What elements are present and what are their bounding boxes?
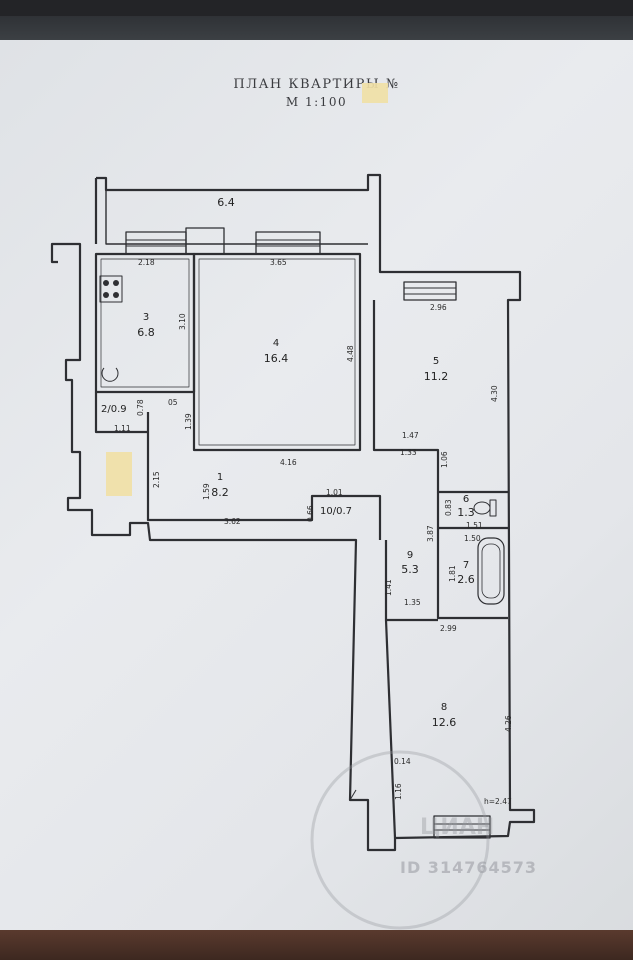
dim-label: h=2.47 [484,797,512,806]
room-2-label: 2/0.9 [101,404,127,415]
dim-label: 1.50 [464,534,481,543]
dim-label: 4.16 [280,458,297,467]
monitor-top-edge [0,0,633,16]
room-8-area: 12.6 [431,716,457,729]
dim-label: 1.39 [184,413,193,430]
wall-bath [436,492,508,620]
room-3-area: 6.8 [137,326,155,339]
window [255,231,321,255]
dim-label: 1.01 [326,488,343,497]
room-6-number: 6 [462,494,470,505]
wall-corridor [146,412,382,540]
room-4-number: 4 [272,338,280,349]
dim-label: 1.33 [400,448,417,457]
sticky-note [106,452,132,496]
dim-label: 2.18 [138,258,155,267]
dim-label: 4.30 [490,385,499,402]
dim-label: 1.59 [202,483,211,500]
bathtub-icon [477,537,505,605]
dim-label: 1.47 [402,431,419,440]
plan-title: ПЛАН КВАРТИРЫ № [233,77,400,92]
table-surface [0,930,633,960]
room-1-number: 1 [216,472,224,483]
dim-label: 3.87 [426,525,435,542]
window [403,281,457,301]
plan-scale: М 1:100 [285,95,348,109]
dim-label: 1.81 [448,565,457,582]
monitor-bezel [0,16,633,44]
room-7-area: 2.6 [457,573,475,586]
watermark-id: ID 314764573 [400,858,537,877]
dim-label: 0.14 [394,757,411,766]
balcony-area: 6.4 [217,196,235,209]
dim-label: 1.51 [466,521,483,530]
room-4-area: 16.4 [263,352,289,365]
dim-label: 1.41 [384,579,393,596]
stamp-watermark [310,750,490,930]
wall-storage-2 [94,392,148,434]
watermark-brand: ЦИАН [420,815,495,840]
dim-label: 0.83 [444,499,453,516]
wall-room-8 [384,619,397,839]
dim-label: 0.66 [306,505,315,522]
room-3-number: 3 [142,312,150,323]
room-1-area: 8.2 [211,486,229,499]
dim-label: 4.48 [346,345,355,362]
dim-label: 1.35 [404,598,421,607]
dim-label: 3.62 [224,517,241,526]
room-5-number: 5 [432,356,440,367]
balcony-door [185,227,225,255]
room-5-area: 11.2 [423,370,449,383]
dim-label: 4.26 [504,715,513,732]
sticky-note [362,83,388,103]
dim-label: 0.78 [136,399,145,416]
dim-label: 1.16 [394,783,403,800]
sink-icon [101,367,119,382]
window [433,815,491,839]
room-10-label: 10/0.7 [320,506,352,517]
dim-label: 2.15 [152,471,161,488]
stove-icon [99,275,123,303]
dim-label: 05 [168,398,178,407]
dim-label: 3.10 [178,313,187,330]
room-8-number: 8 [440,702,448,713]
dim-label: 1.06 [440,451,449,468]
balcony-rail [105,190,368,245]
wall-room-5 [372,300,508,494]
dim-label: 2.99 [440,624,457,633]
outer-wall [50,173,536,852]
room-9-area: 5.3 [401,563,419,576]
dim-label: 3.65 [270,258,287,267]
window [125,231,187,255]
room-7-number: 7 [462,560,470,571]
room-9-number: 9 [406,550,414,561]
room-6-area: 1.3 [457,506,475,519]
dim-label: 1.11 [114,424,131,433]
dim-label: 2.96 [430,303,447,312]
